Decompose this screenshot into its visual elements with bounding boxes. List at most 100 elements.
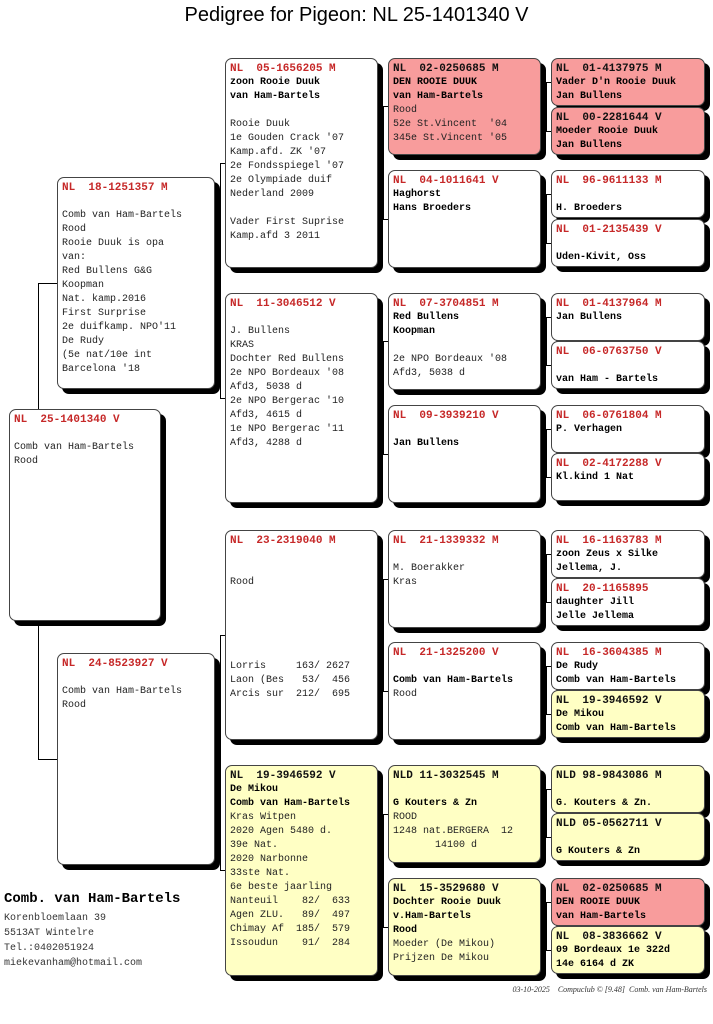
ring-number: NL 08-3836662 V (556, 931, 662, 943)
ring-number: NL 18-1251357 M (62, 182, 168, 194)
pigeon-info-line: 345e St.Vincent '05 (393, 133, 508, 144)
connector-line (546, 789, 551, 790)
connector-line (383, 814, 388, 815)
pigeon-info-line (14, 427, 156, 441)
pigeon-info-line (556, 783, 700, 797)
pigeon-info-line: 2e Olympiade duif (230, 175, 333, 186)
connector-line (546, 82, 551, 83)
pigeon-info-line: zoon Rooie Duuk (230, 77, 321, 88)
ring-number: NLD 05-0562711 V (556, 818, 662, 830)
owner-address: Korenbloemlaan 39 (4, 913, 107, 924)
pigeon-info-line: Comb van Ham-Bartels (62, 210, 183, 221)
pigeon-info-line: Barcelona '18 (62, 364, 141, 375)
owner-phone: Tel.:0402051924 (4, 943, 95, 954)
pigeon-info-line: Hans Broeders (393, 203, 472, 214)
connector-line (220, 163, 221, 398)
pigeon-info-line: DEN ROOIE DUUK (556, 897, 641, 908)
ring-number: NL 21-1325200 V (393, 647, 499, 659)
pigeon-info-line: Moeder Rooie Duuk (556, 126, 659, 137)
connector-line (546, 554, 551, 555)
pigeon-info-line: Nederland 2009 (230, 189, 315, 200)
ring-number: NL 05-1656205 M (230, 63, 336, 75)
connector-line (383, 927, 388, 928)
pigeon-info-line (393, 548, 536, 562)
pigeon-info-line: G Kouters & Zn (393, 798, 478, 809)
connector-line (220, 398, 225, 399)
ring-number: NL 02-0250685 M (556, 883, 662, 895)
pigeon-info-line: Vader First Suprise (230, 217, 345, 228)
ring-number: NL 09-3939210 V (393, 410, 499, 422)
connector-line (220, 870, 225, 871)
pigeon-info-line: Afd3, 5038 d (393, 368, 466, 379)
connector-line (546, 317, 547, 365)
pigeon-info-line: 2020 Narbonne (230, 854, 309, 865)
ring-number: NL 21-1339332 M (393, 535, 499, 547)
pigeon-info-line: Kamp.afd 3 2011 (230, 231, 321, 242)
pigeon-info-line: 2e NPO Bordeaux '08 (393, 354, 508, 365)
pigeon-info-line (393, 339, 536, 353)
pigeon-info-line: Agen ZLU. 89/ 497 (230, 910, 351, 921)
connector-line (546, 82, 547, 131)
connector-line (383, 579, 388, 580)
pigeon-info-line (230, 604, 373, 618)
pigeon-info-line: P. Verhagen (556, 424, 623, 435)
pigeon-info-line: Red Bullens G&G (62, 266, 153, 277)
pigeon-info-line: Kamp.afd. ZK '07 (230, 147, 327, 158)
pigeon-info-line (230, 311, 373, 325)
pigeon-info-line: First Surprise (62, 308, 147, 319)
pigeon-info-line (230, 632, 373, 646)
connector-line (383, 341, 388, 342)
page-title: Pedigree for Pigeon: NL 25-1401340 V (184, 4, 529, 26)
pigeon-info-line: Rood (393, 689, 418, 700)
pigeon-info-line: daughter Jill (556, 597, 635, 608)
pigeon-info-line: ROOD (393, 812, 418, 823)
pigeon-info-line: Uden-Kivit, Oss (556, 252, 647, 263)
ring-number: NL 07-3704851 M (393, 298, 499, 310)
pigeon-info-line: Jan Bullens (556, 91, 623, 102)
connector-line (383, 219, 388, 220)
pigeon-info-line: 2e NPO Bordeaux '08 (230, 368, 345, 379)
pigeon-info-line (230, 618, 373, 632)
owner-email: miekevanham@hotmail.com (4, 958, 143, 969)
connector-line (220, 635, 221, 870)
footer: 03-10-2025 Compuclub © [9.48] Comb. van … (512, 985, 707, 994)
pigeon-info-line: Arcis sur 212/ 695 (230, 689, 351, 700)
pigeon-info-line: Afd3, 4615 d (230, 410, 303, 421)
pigeon-info-line: 2e NPO Bergerac '10 (230, 396, 345, 407)
pigeon-info-line: De Rudy (556, 661, 599, 672)
pigeon-info-line (230, 104, 373, 118)
pigeon-info-line: Koopman (393, 326, 436, 337)
pigeon-info-line: 33ste Nat. (230, 868, 291, 879)
